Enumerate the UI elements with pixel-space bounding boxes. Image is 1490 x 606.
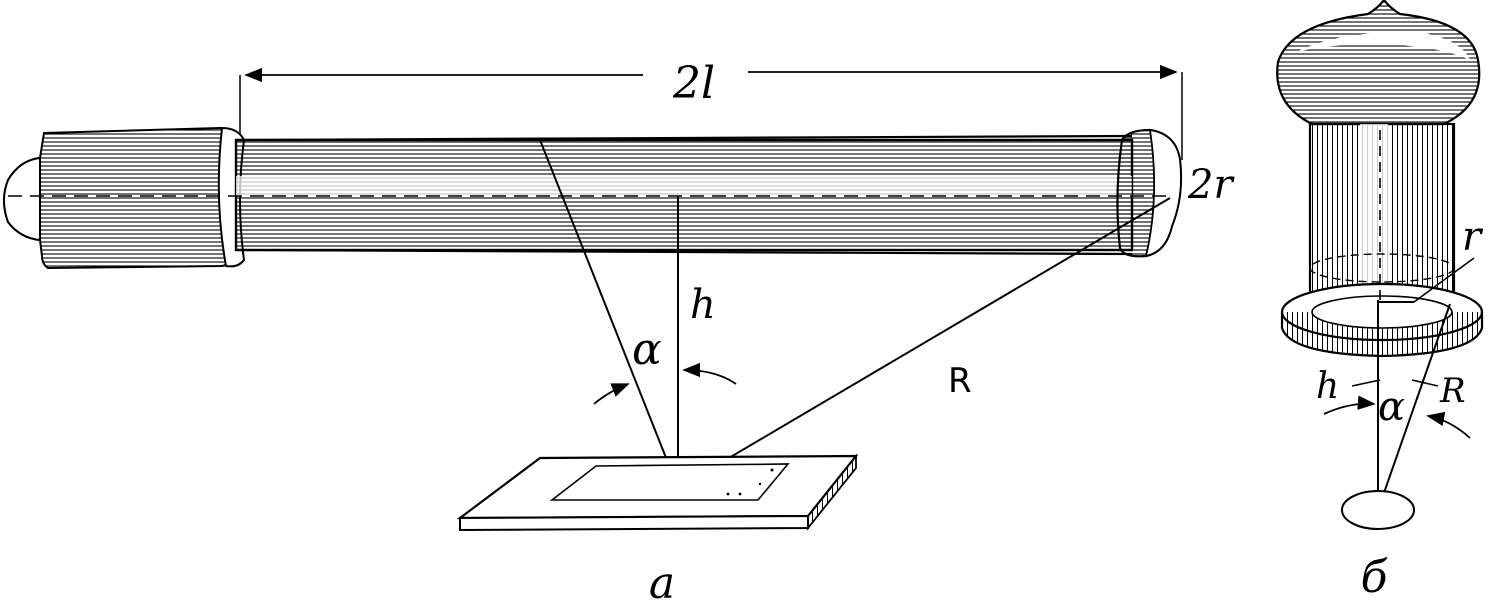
r-distance-label-b: R — [1439, 371, 1466, 411]
length-dimension: 2l — [239, 58, 1183, 160]
diameter-label: 2r — [1187, 162, 1235, 208]
caption-b: б — [1361, 552, 1388, 603]
panel-b: r h α R б — [1276, 0, 1484, 603]
r-distance-label-a: R — [948, 361, 972, 401]
length-label: 2l — [672, 58, 715, 109]
panel-a: 2l 2r — [3, 58, 1235, 606]
specimen-plate — [456, 453, 859, 532]
h-label-b: h — [1316, 366, 1339, 407]
bulb-base — [1280, 282, 1484, 358]
geometry-lines-b — [1351, 130, 1475, 511]
alpha-label-b: α — [1378, 384, 1405, 430]
caption-a: а — [649, 558, 675, 606]
bulb-cylinder — [1308, 122, 1456, 306]
radius-label-b: r — [1462, 214, 1484, 260]
illuminated-spot — [1341, 490, 1415, 530]
lamp-socket-left — [3, 126, 246, 270]
tube-body — [234, 134, 1134, 256]
lamp-cap-right — [1116, 128, 1183, 258]
alpha-label-a: α — [632, 324, 662, 375]
angle-arrows-b — [1323, 395, 1471, 439]
bulb-dome — [1276, 0, 1481, 126]
angle-arrows-a — [593, 362, 737, 405]
geometry-lines — [539, 139, 1171, 489]
tube-lamp — [3, 126, 1183, 270]
h-label-a: h — [690, 282, 716, 328]
